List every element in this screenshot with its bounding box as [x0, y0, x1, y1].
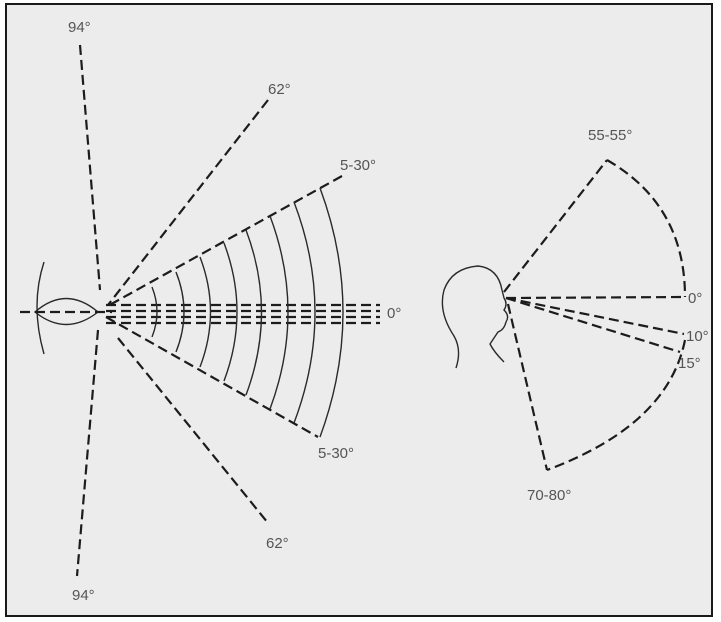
- vertical-view: 55-55° 0° 10° 15° 70-80°: [441, 127, 709, 504]
- label-62-top: 62°: [268, 81, 291, 98]
- ray-62-top: [107, 99, 269, 306]
- arc-lower: [546, 339, 687, 472]
- ray-15: [505, 296, 681, 354]
- ray-10: [505, 296, 685, 336]
- arc-1: [151, 286, 158, 338]
- label-94-top: 94°: [68, 19, 91, 36]
- label-15: 15°: [678, 355, 701, 372]
- arc-5: [245, 229, 263, 396]
- arc-8: [319, 187, 344, 438]
- head-profile-icon: [441, 265, 509, 369]
- arc-2: [175, 271, 185, 353]
- arc-6: [269, 215, 289, 410]
- label-0: 0°: [387, 305, 401, 322]
- label-10: 10°: [686, 328, 709, 345]
- label-94-bottom: 94°: [72, 587, 95, 604]
- label-5-30-top: 5-30°: [340, 157, 376, 174]
- arc-upper: [606, 159, 687, 298]
- arc-3: [199, 256, 212, 368]
- ray-0-vertical-view: [505, 295, 687, 300]
- label-62-bottom: 62°: [266, 535, 289, 552]
- label-5-30-bottom: 5-30°: [318, 445, 354, 462]
- label-70-80: 70-80°: [527, 487, 571, 504]
- ray-62-bottom: [117, 337, 269, 524]
- ray-70-80-down: [506, 303, 549, 471]
- eye-outer-arc: [36, 261, 45, 355]
- label-55-55: 55-55°: [588, 127, 632, 144]
- horizontal-view: 94° 62° 5-30° 0° 5-30° 62° 94°: [20, 19, 401, 604]
- ray-94-top: [78, 44, 102, 291]
- ray-5-30-bottom: [105, 316, 319, 438]
- label-0-vertical: 0°: [688, 290, 702, 307]
- ray-55-up: [503, 159, 608, 293]
- ray-94-bottom: [75, 329, 100, 577]
- arc-4: [223, 242, 238, 382]
- arc-7: [293, 201, 316, 424]
